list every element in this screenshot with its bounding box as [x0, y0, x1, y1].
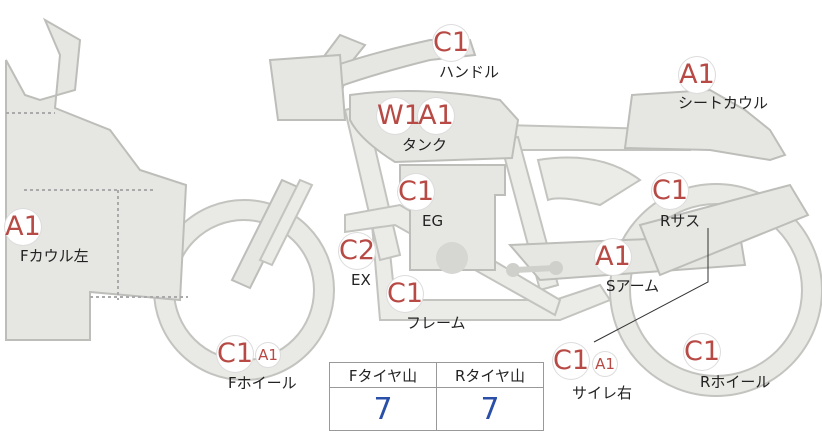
engine-label: EG	[422, 212, 444, 230]
tank-badge-0: W1	[377, 98, 421, 134]
tire-tread-table: Fタイヤ山 Rタイヤ山 7 7	[329, 362, 544, 431]
rear-tread-value: 7	[436, 387, 544, 431]
side-cover-label: サイレ右	[572, 384, 633, 402]
tank-label: タンク	[402, 136, 448, 154]
side-cover-badge-1: A1	[593, 352, 617, 376]
side-cover-badge-0: C1	[553, 343, 589, 379]
swing-arm-badge-0: A1	[595, 239, 631, 275]
engine-badge-0: C1	[398, 174, 434, 210]
f-wheel-badge-0: C1	[217, 336, 253, 372]
r-suspension-badge-0: C1	[652, 173, 688, 209]
leader-line-rsus	[593, 228, 709, 343]
frame-badge-0: C1	[387, 276, 423, 312]
r-suspension-label: Rサス	[660, 212, 701, 230]
footpeg-shape	[506, 261, 563, 277]
rear-wheel-shape	[609, 183, 822, 397]
swing-arm-label: Sアーム	[606, 277, 660, 295]
handle-badge-0: C1	[433, 25, 469, 61]
handle-label: ハンドル	[439, 63, 500, 81]
seat-cowl-badge-0: A1	[679, 57, 715, 93]
f-wheel-badge-1: A1	[256, 343, 280, 367]
tank-badge-1: A1	[418, 98, 454, 134]
front-tread-header: Fタイヤ山	[329, 362, 437, 388]
frame-label: フレーム	[406, 314, 466, 332]
rear-tread-header: Rタイヤ山	[436, 362, 544, 388]
exhaust-badge-0: C2	[339, 233, 375, 269]
f-wheel-label: Fホイール	[228, 374, 297, 392]
f-cowl-left-badge-0: A1	[5, 209, 41, 245]
seat-cowl-label: シートカウル	[678, 94, 769, 112]
front-tread-value: 7	[329, 387, 437, 431]
exhaust-label: EX	[351, 271, 371, 289]
r-wheel-badge-0: C1	[684, 334, 720, 370]
f-cowl-left-label: Fカウル左	[20, 247, 89, 265]
r-wheel-label: Rホイール	[700, 373, 771, 391]
